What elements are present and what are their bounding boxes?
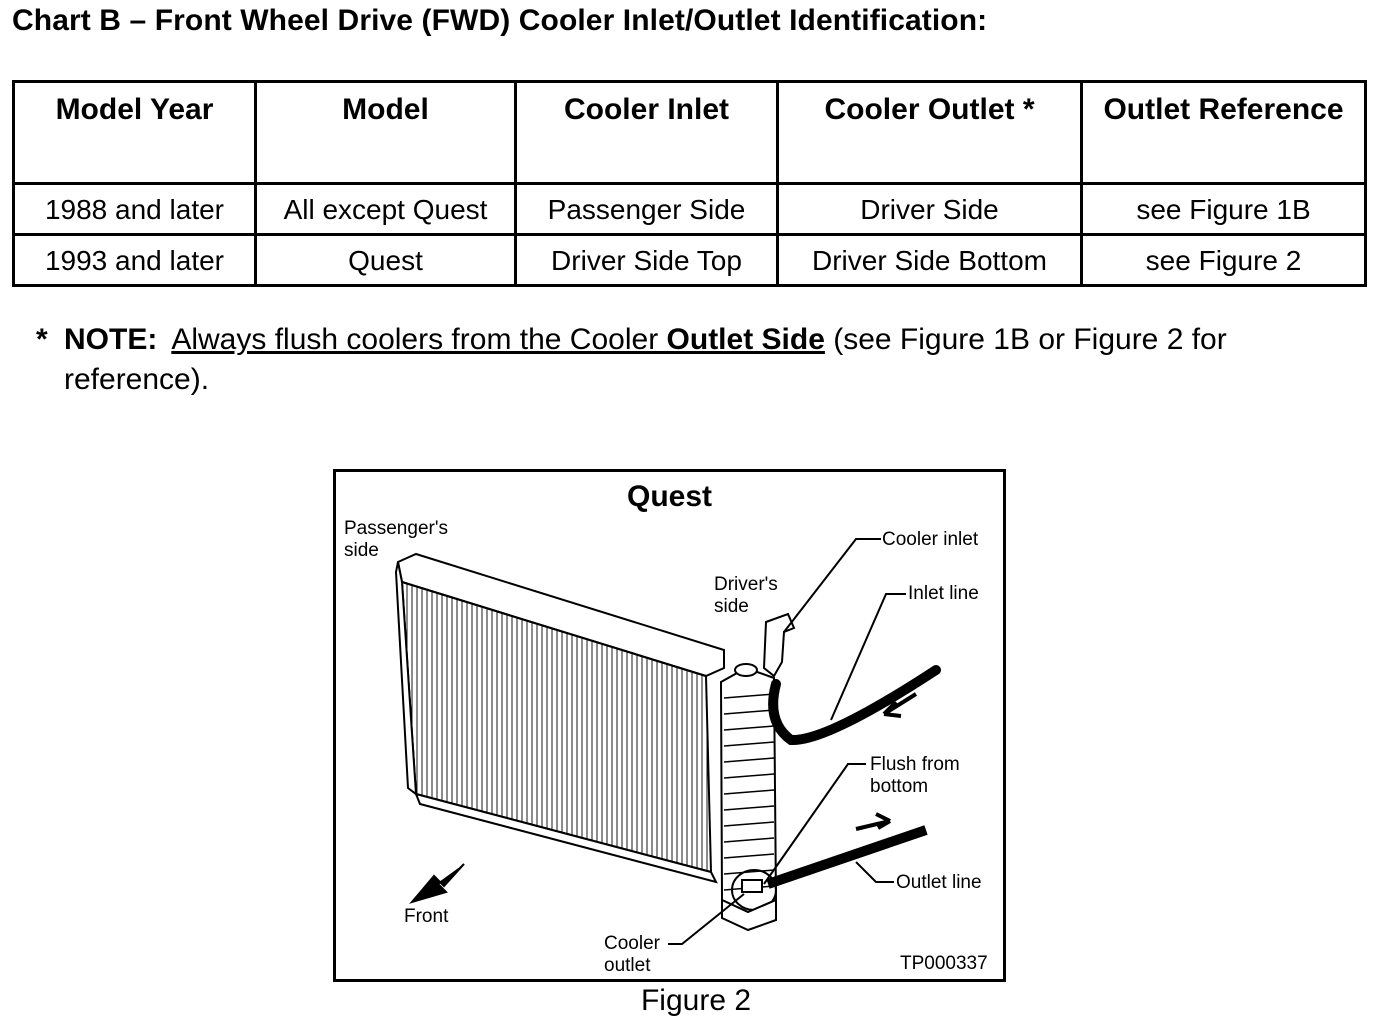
label-passenger-side: Passenger's side [344,518,448,561]
table-cell: Passenger Side [514,182,779,236]
chart-title: Chart B – Front Wheel Drive (FWD) Cooler… [12,4,988,37]
figure-title: Quest [626,480,713,513]
cooler-identification-table: Model Year Model Cooler Inlet Cooler Out… [12,80,1367,287]
note-underlined-text: Always flush coolers from the Cooler Out… [171,323,825,356]
note-asterisk: * [36,323,48,356]
leader-outlet-line [855,861,894,883]
inlet-flow-arrow [882,692,918,718]
figure-code: TP000337 [900,953,988,974]
header-model-year: Model Year [12,80,257,185]
note-outlet-side: Outlet Side [666,323,825,356]
table-cell: see Figure 2 [1080,233,1367,287]
label-cooler-outlet: Cooler outlet [604,933,660,976]
label-outlet-line: Outlet line [896,872,982,893]
note-reference: (see Figure 1B or Figure 2 for reference… [64,323,1227,396]
table-cell: 1993 and later [12,233,257,287]
outlet-line [766,825,928,889]
table-cell: 1988 and later [12,182,257,236]
figure-caption: Figure 2 [640,984,752,1017]
radiator-base-bracket [721,898,777,932]
label-cooler-inlet: Cooler inlet [882,529,979,550]
table-cell: All except Quest [254,182,517,236]
table-header-row: Model Year Model Cooler Inlet Cooler Out… [12,80,1367,185]
table-row: 1993 and later Quest Driver Side Top Dri… [12,233,1367,287]
table-row: 1988 and later All except Quest Passenge… [12,182,1367,236]
label-inlet-line: Inlet line [908,583,979,604]
table-cell: Driver Side [776,182,1083,236]
table-cell: see Figure 1B [1080,182,1367,236]
header-outlet-reference: Outlet Reference [1080,80,1367,185]
filler-neck [734,663,758,677]
label-front: Front [404,906,449,927]
table-cell: Driver Side Top [514,233,779,287]
leader-flush-from-bottom [763,763,866,885]
header-model: Model [254,80,517,185]
outlet-flow-arrow [855,812,892,831]
table-cell: Driver Side Bottom [776,233,1083,287]
inlet-line [768,665,941,746]
radiator-diagram [394,538,941,945]
header-cooler-outlet: Cooler Outlet * [776,80,1083,185]
leader-inlet-line [830,593,906,721]
radiator-bottom-rail [414,792,718,884]
radiator-left-frame [394,561,418,797]
label-flush-from-bottom: Flush from bottom [870,754,960,797]
leader-cooler-outlet [668,893,745,945]
note-body: NOTE: Always flush coolers from the Coole… [64,320,1376,400]
figure-2-illustration: Quest Passenger's side Driver's side Coo… [333,469,1006,982]
outlet-fitting [741,879,763,893]
note-instruction: Always flush coolers from the Cooler [171,323,667,356]
table-cell: Quest [254,233,517,287]
header-cooler-inlet: Cooler Inlet [514,80,779,185]
note-label: NOTE: [64,323,158,356]
side-tank-ribs [723,693,775,891]
leader-cooler-inlet [783,538,881,633]
label-drivers-side: Driver's side [714,574,778,617]
front-arrow-icon [409,863,465,904]
